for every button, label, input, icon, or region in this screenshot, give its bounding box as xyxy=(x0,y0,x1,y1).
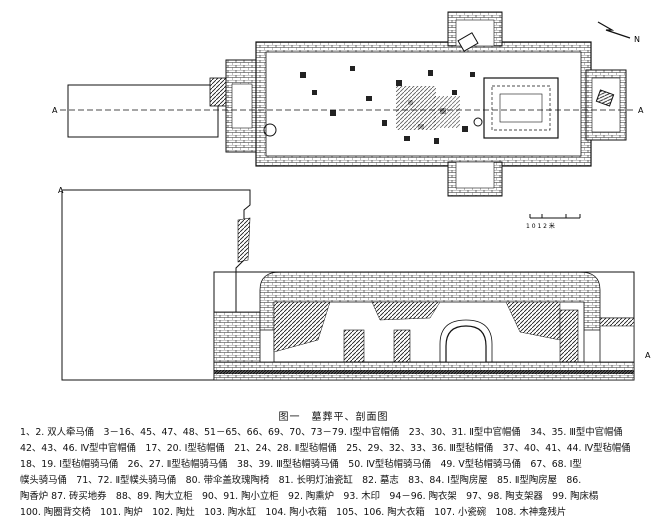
tomb-drawing: A A N 1 0 1 2 米 A A xyxy=(52,11,651,381)
legend-line: 陶香炉 87. 砖买地券 88、89. 陶大立柜 90、91. 陶小立柜 92.… xyxy=(20,491,599,502)
dromos-steps xyxy=(209,77,227,107)
dromos-outline xyxy=(67,84,219,138)
legend-line: 1、2. 双人牵马俑 3－16、45、47、48、51－65、66、69、70、… xyxy=(20,427,623,438)
plan-view: A A N xyxy=(52,11,644,197)
svg-text:N: N xyxy=(634,35,640,44)
scale-bar: 1 0 1 2 米 xyxy=(526,214,581,230)
coffin-platform xyxy=(483,77,559,139)
arch-doorway xyxy=(445,325,487,362)
figure-title: 图一 墓葬平、剖面图 xyxy=(278,412,389,423)
legend-line: 幞头骑马俑 71、72. Ⅱ型幞头骑马俑 80. 带伞盖玫瑰陶椅 81. 长明灯… xyxy=(20,475,582,486)
section-view-label-left: A xyxy=(58,186,64,195)
tomb-figure: A A N 1 0 1 2 米 A A xyxy=(52,11,651,381)
legend-line: 100. 陶圈背交椅 101. 陶炉 102. 陶灶 103. 陶水缸 104.… xyxy=(20,507,567,518)
north-arrow xyxy=(597,21,631,39)
legend-line: 18、19. Ⅰ型毡帽骑马俑 26、27. Ⅱ型毡帽骑马俑 38、39. Ⅲ型毡… xyxy=(20,459,582,470)
section-label-right: A xyxy=(638,106,644,115)
legend-line: 42、43、46. Ⅳ型中官帽俑 17、20. Ⅰ型毡帽俑 21、24、28. … xyxy=(20,443,631,454)
section-view-label-right: A xyxy=(645,351,651,360)
section-view: A A xyxy=(58,186,651,381)
caption-block: 图一 墓葬平、剖面图 1、2. 双人牵马俑 3－16、45、47、48、51－6… xyxy=(0,400,667,530)
section-label-left: A xyxy=(52,106,58,115)
svg-text:1 0 1 2 米: 1 0 1 2 米 xyxy=(526,222,555,230)
